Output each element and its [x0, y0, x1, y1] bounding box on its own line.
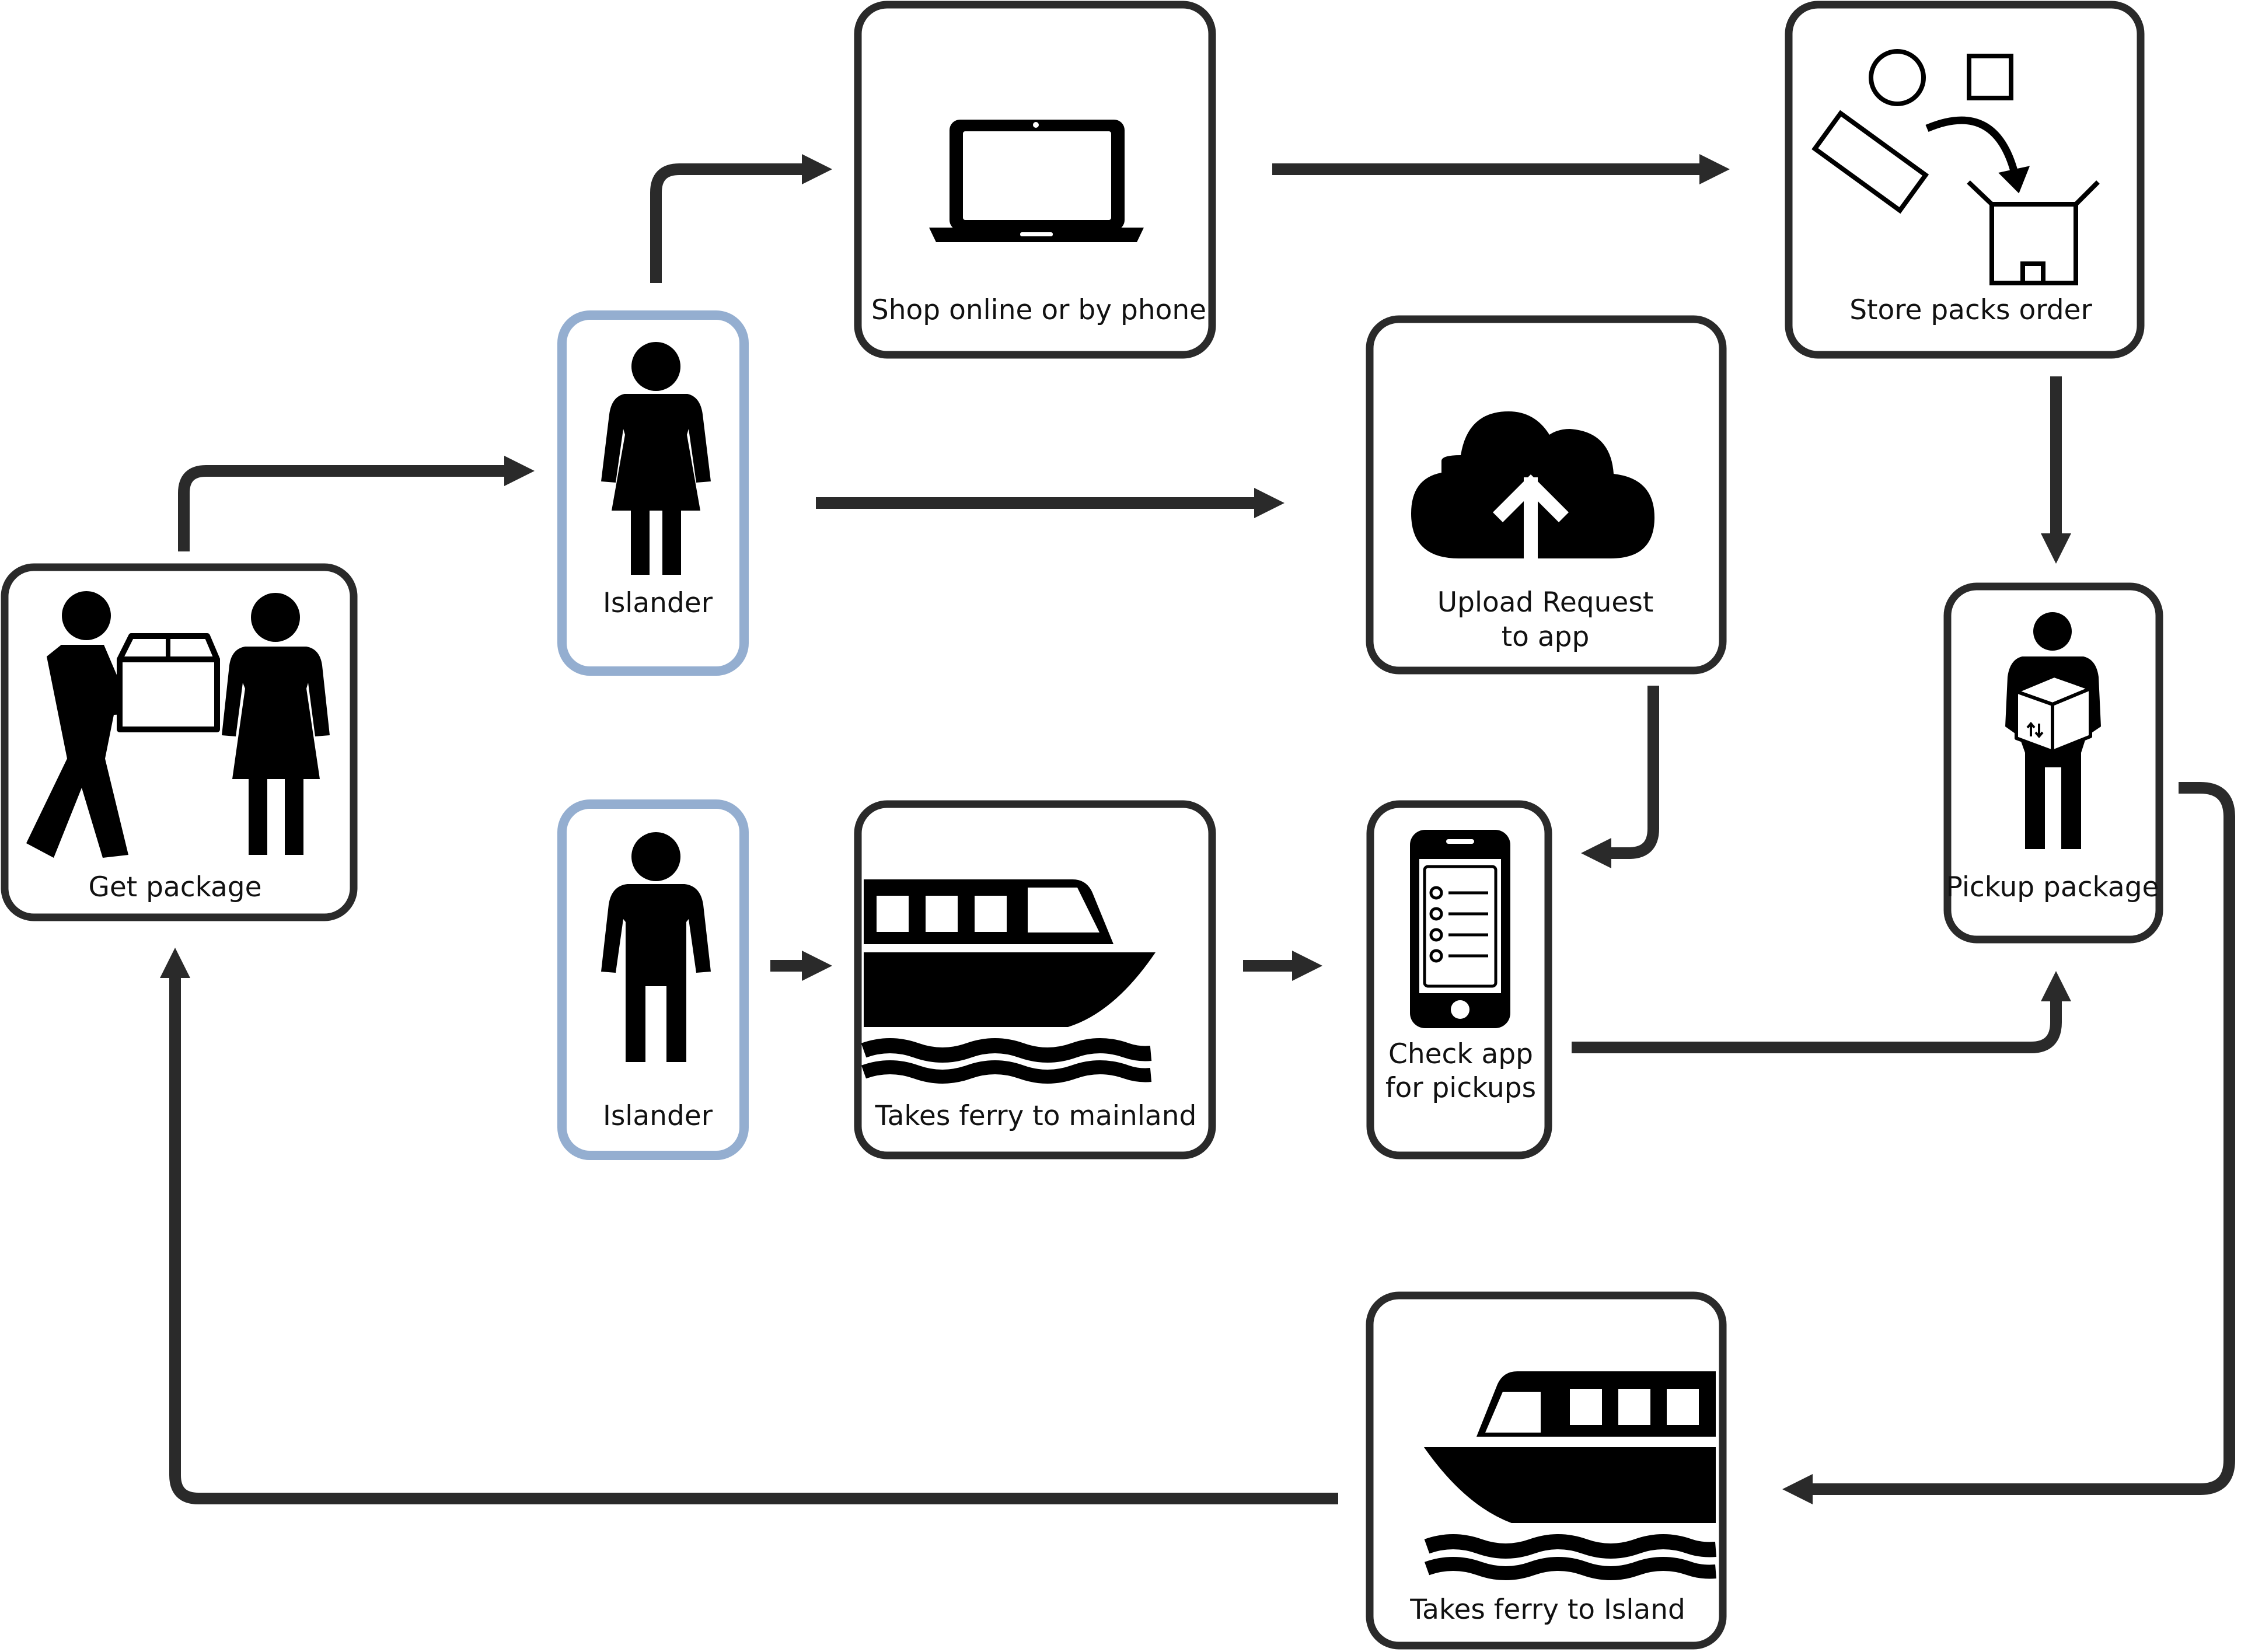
arrow-pickup-to-ferry-island — [1782, 782, 2235, 1504]
handover-people-icon — [26, 591, 330, 858]
node-islander-top: Islander — [557, 310, 749, 676]
man-icon — [601, 832, 711, 1062]
ferry-icon — [1424, 1371, 1717, 1580]
arrow-check-app-to-pickup — [1572, 971, 2071, 1053]
ferry-icon — [861, 879, 1156, 1084]
cloud-upload-icon — [1411, 411, 1654, 566]
node-ferry-island: Takes ferry to Island — [1366, 1291, 1727, 1650]
islander-top-label: Islander — [603, 587, 713, 619]
islander-bottom-label: Islander — [603, 1100, 713, 1132]
arrow-get-package-to-islander — [178, 456, 535, 551]
store-packs-label: Store packs order — [1849, 294, 2092, 326]
packing-arrowhead — [1998, 166, 2030, 194]
node-islander-bottom: Islander — [557, 799, 749, 1160]
pickup-label: Pickup package — [1946, 871, 2159, 903]
person-carrying-box-icon — [2005, 612, 2101, 849]
smartphone-list-icon — [1410, 830, 1510, 1028]
node-upload: Upload Request to app — [1366, 315, 1727, 675]
upload-label-line2: to app — [1502, 621, 1590, 653]
node-pickup: Pickup package — [1943, 582, 2163, 944]
ferry-mainland-label: Takes ferry to mainland — [875, 1100, 1197, 1132]
get-package-label: Get package — [88, 871, 261, 903]
node-check-app: Check app for pickups — [1366, 800, 1552, 1159]
check-app-label-line2: for pickups — [1385, 1072, 1536, 1104]
shop-label: Shop online or by phone — [871, 294, 1206, 326]
ferry-island-label: Takes ferry to Island — [1409, 1594, 1685, 1626]
node-shop: Shop online or by phone — [854, 1, 1216, 359]
node-ferry-mainland: Takes ferry to mainland — [854, 800, 1216, 1159]
arrow-islander-to-shop — [650, 154, 832, 283]
node-get-package: Get package — [1, 563, 358, 921]
check-app-label-line1: Check app — [1388, 1038, 1533, 1070]
upload-label-line1: Upload Request — [1437, 586, 1654, 619]
woman-icon — [601, 342, 711, 575]
node-store-packs: Store packs order — [1785, 1, 2145, 359]
arrow-upload-to-check-app — [1581, 686, 1659, 868]
packing-box-icon — [1811, 49, 2100, 285]
arrow-ferry-island-to-get-package — [160, 948, 1338, 1504]
laptop-icon — [929, 120, 1144, 242]
